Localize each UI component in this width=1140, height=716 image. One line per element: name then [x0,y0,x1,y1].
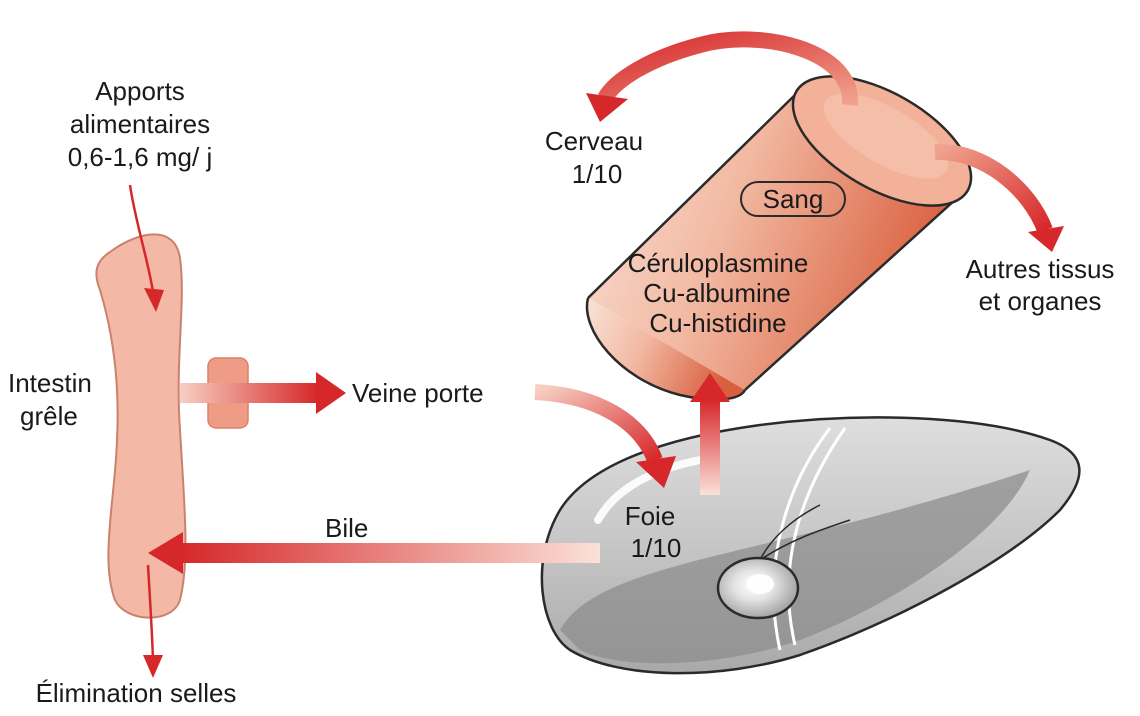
blood-cylinder [587,50,992,400]
intestine-label-line2: grêle [20,401,78,431]
portal-vein-label: Veine porte [352,378,484,408]
other-tissues-line1: Autres tissus [966,254,1115,284]
liver-label-line2: 1/10 [631,533,682,563]
intake-label-line3: 0,6-1,6 mg/ j [68,142,213,172]
brain-label-line2: 1/10 [572,159,623,189]
bile-label: Bile [325,513,368,543]
intake-label-line2: alimentaires [70,109,210,139]
carrier-cu-albumin: Cu-albumine [643,278,790,308]
elimination-label: Élimination selles [36,678,237,708]
intestine-label-line1: Intestin [8,368,92,398]
carrier-ceruloplasmin: Céruloplasmine [628,248,809,278]
blood-label: Sang [763,184,824,214]
portal-arrow [180,372,346,414]
other-tissues-line2: et organes [979,286,1102,316]
intake-label-line1: Apports [95,76,185,106]
bile-arrow [148,532,600,574]
bile-duct-section [718,558,798,618]
liver [542,417,1080,673]
liver-label-line1: Foie [625,501,676,531]
brain-label-line1: Cerveau [545,126,643,156]
carrier-cu-histidine: Cu-histidine [649,308,786,338]
